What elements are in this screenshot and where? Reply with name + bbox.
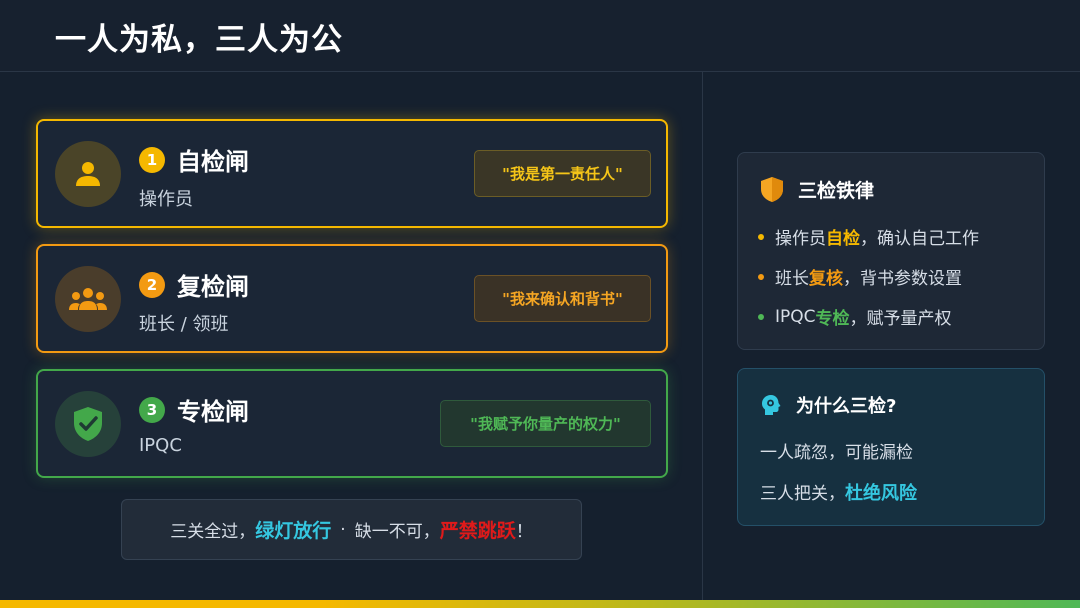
bottom-gradient-bar bbox=[0, 600, 1080, 608]
rule-text: 班长 bbox=[775, 269, 809, 289]
rule-highlight: 自检 bbox=[826, 229, 860, 249]
why-line-prefix: 三人把关， bbox=[760, 484, 845, 504]
why-line-highlight: 杜绝风险 bbox=[845, 483, 917, 504]
rule-highlight: 专检 bbox=[815, 309, 850, 329]
bullet-dot bbox=[758, 233, 764, 240]
person-icon bbox=[55, 141, 121, 207]
rule-item: IPQC 专检 ，赋予量产权 bbox=[758, 304, 952, 329]
step-number-badge: 1 bbox=[139, 147, 165, 173]
gate-role: 班长 / 领班 bbox=[139, 314, 229, 335]
page-title: 一人为私，三人为公 bbox=[55, 22, 343, 58]
why-line-1: 一人疏忽，可能漏检 bbox=[760, 443, 913, 463]
gate-card-self-check: 1 自检闸 操作员 "我是第一责任人" bbox=[36, 119, 668, 228]
gate-role: 操作员 bbox=[139, 189, 193, 210]
group-icon bbox=[55, 266, 121, 332]
gate-name: 自检闸 bbox=[177, 148, 249, 176]
gate-card-recheck: 2 复检闸 班长 / 领班 "我来确认和背书" bbox=[36, 244, 668, 353]
gate-role: IPQC bbox=[139, 435, 182, 456]
rule-text: ，背书参数设置 bbox=[843, 269, 962, 289]
note-prefix: 三关全过， bbox=[170, 522, 256, 542]
note-highlight-no-skip: 严禁跳跃 bbox=[439, 520, 516, 542]
rule-text: ，赋予量产权 bbox=[849, 309, 952, 329]
iron-rules-card: 三检铁律 操作员 自检 ，确认自己工作 班长 复核 ，背书参数设置 IPQC 专… bbox=[737, 152, 1045, 350]
rule-text: 操作员 bbox=[775, 229, 826, 249]
rule-item: 班长 复核 ，背书参数设置 bbox=[758, 264, 962, 289]
note-highlight-green-light: 绿灯放行 bbox=[255, 520, 332, 542]
rule-text: ，确认自己工作 bbox=[860, 229, 979, 249]
note-middle: 缺一不可， bbox=[354, 522, 440, 542]
step-number-badge: 2 bbox=[139, 272, 165, 298]
card-heading: 三检铁律 bbox=[760, 176, 874, 203]
rule-text: IPQC bbox=[775, 306, 816, 327]
card-title: 为什么三检? bbox=[796, 396, 897, 417]
step-number-badge: 3 bbox=[139, 397, 165, 423]
note-suffix: ！ bbox=[515, 522, 533, 542]
rule-item: 操作员 自检 ，确认自己工作 bbox=[758, 224, 979, 249]
head-bulb-icon bbox=[760, 394, 782, 416]
bullet-dot bbox=[758, 313, 764, 320]
card-title: 三检铁律 bbox=[798, 180, 875, 202]
gate-quote: "我是第一责任人" bbox=[474, 150, 651, 197]
vertical-divider bbox=[702, 72, 703, 600]
note-separator-dot: · bbox=[340, 519, 346, 540]
shield-icon bbox=[760, 176, 784, 203]
header-bar: 一人为私，三人为公 bbox=[0, 0, 1080, 72]
gate-quote: "我赋予你量产的权力" bbox=[440, 400, 651, 447]
gate-card-specialist-check: 3 专检闸 IPQC "我赋予你量产的权力" bbox=[36, 369, 668, 478]
gate-name: 复检闸 bbox=[177, 273, 249, 301]
gate-name: 专检闸 bbox=[177, 398, 249, 426]
rule-highlight: 复核 bbox=[809, 269, 843, 289]
why-line-2: 三人把关，杜绝风险 bbox=[760, 479, 917, 505]
pass-rule-note: 三关全过， 绿灯放行 · 缺一不可， 严禁跳跃 ！ bbox=[121, 499, 582, 560]
gate-quote: "我来确认和背书" bbox=[474, 275, 651, 322]
bullet-dot bbox=[758, 273, 764, 280]
shield-check-icon bbox=[55, 391, 121, 457]
why-three-checks-card: 为什么三检? 一人疏忽，可能漏检 三人把关，杜绝风险 bbox=[737, 368, 1045, 526]
card-heading: 为什么三检? bbox=[760, 392, 896, 418]
